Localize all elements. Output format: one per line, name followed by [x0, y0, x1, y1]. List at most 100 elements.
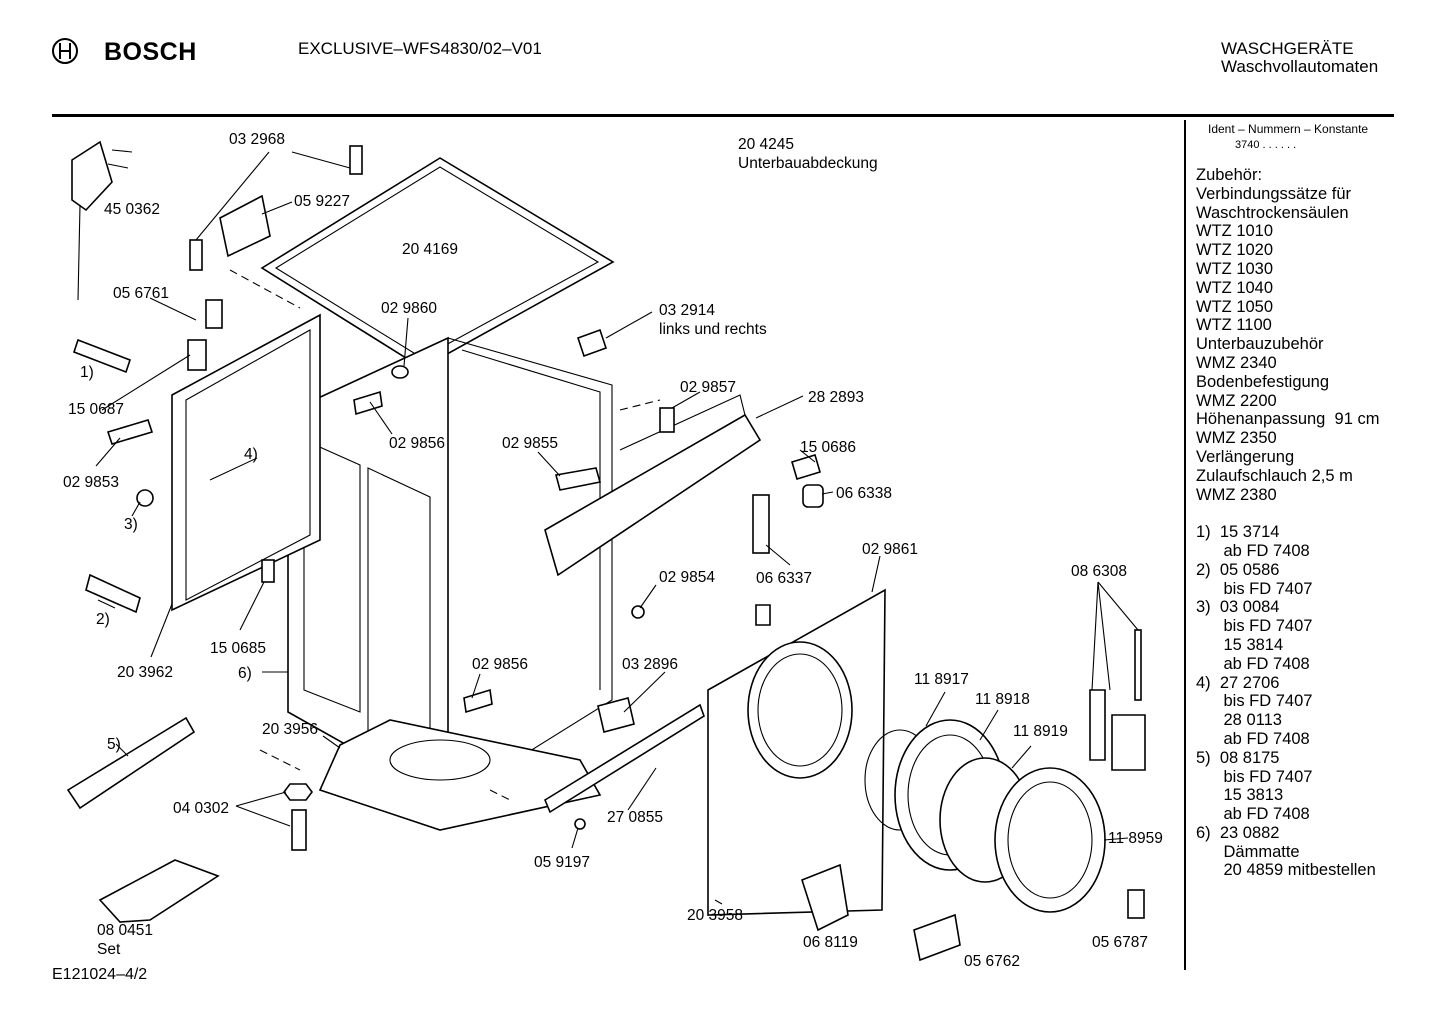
label-note-4: 4) — [244, 446, 258, 463]
sidebar-line: 15 3813 — [1196, 786, 1284, 805]
sidebar-line: ab FD 7408 — [1196, 805, 1310, 824]
sidebar-line: Bodenbefestigung — [1196, 372, 1330, 391]
label-450362: 45 0362 — [104, 201, 160, 218]
label-032914-desc: links und rechts — [659, 321, 767, 338]
label-080451: 08 0451 — [97, 922, 153, 939]
label-029855: 02 9855 — [502, 435, 558, 452]
sidebar-line: 4) 27 2706 — [1196, 673, 1280, 692]
sidebar-line: Zubehör: — [1196, 166, 1263, 184]
sidebar-divider — [1184, 120, 1186, 970]
header-divider — [52, 114, 1394, 117]
label-note-5: 5) — [107, 736, 121, 753]
label-118918: 11 8918 — [975, 691, 1030, 708]
label-066337: 06 6337 — [756, 570, 812, 587]
label-118919: 11 8919 — [1013, 723, 1068, 740]
sidebar-line: 1) 15 3714 — [1196, 523, 1280, 542]
sidebar-line: 3) 03 0084 — [1196, 598, 1280, 617]
small-parts — [66, 299, 1145, 962]
hinge-part — [1089, 629, 1146, 771]
label-029857: 02 9857 — [680, 379, 736, 396]
sidebar-line: WMZ 2340 — [1196, 353, 1277, 372]
sidebar-line — [1196, 504, 1379, 523]
sidebar-line: WTZ 1050 — [1196, 297, 1274, 316]
label-040302: 04 0302 — [173, 800, 229, 817]
sidebar-line: WTZ 1010 — [1196, 222, 1274, 241]
label-059197: 05 9197 — [534, 854, 590, 871]
label-029856-b: 02 9856 — [472, 656, 528, 673]
sidebar-line: Waschtrockensäulen — [1196, 203, 1349, 222]
sidebar-line: 5) 08 8175 — [1196, 748, 1280, 767]
exploded-view-drawing: 03 2968 20 4245 Unterbauabdeckung 45 036… — [63, 131, 1163, 970]
label-032968: 03 2968 — [229, 131, 285, 148]
label-032896: 03 2896 — [622, 656, 678, 673]
sidebar-line: bis FD 7407 — [1196, 617, 1313, 636]
sidebar-line: ab FD 7408 — [1196, 541, 1310, 560]
front-panel-part — [707, 588, 886, 916]
sidebar-line: WMZ 2200 — [1196, 391, 1277, 410]
label-029856-a: 02 9856 — [389, 435, 445, 452]
sidebar-line: WTZ 1040 — [1196, 278, 1274, 297]
sidebar-line: Verlängerung — [1196, 447, 1295, 466]
label-118917: 11 8917 — [914, 671, 969, 688]
drawing-number: E121024–4/2 — [52, 966, 148, 983]
ident-label: Ident – Nummern – Konstante — [1208, 122, 1369, 136]
label-066338: 06 6338 — [836, 485, 892, 502]
sidebar-line: WTZ 1100 — [1196, 316, 1272, 335]
label-note-1: 1) — [80, 364, 94, 381]
label-203956: 20 3956 — [262, 721, 318, 738]
sidebar-line: 15 3814 — [1196, 635, 1284, 654]
label-080451-set: Set — [97, 941, 121, 958]
label-056787: 05 6787 — [1092, 934, 1148, 951]
label-150686: 15 0686 — [800, 439, 856, 456]
label-203962: 20 3962 — [117, 664, 173, 681]
label-270855: 27 0855 — [607, 809, 663, 826]
label-118959: 11 8959 — [1108, 830, 1163, 847]
label-086308: 08 6308 — [1071, 563, 1127, 580]
label-150687: 15 0687 — [68, 401, 124, 418]
sidebar-line: WTZ 1020 — [1196, 241, 1274, 260]
label-282893: 28 2893 — [808, 389, 864, 406]
sidebar-line: bis FD 7407 — [1196, 767, 1313, 786]
category-title: WASCHGERÄTE — [1221, 39, 1354, 58]
label-059227: 05 9227 — [294, 193, 350, 210]
sidebar-line: bis FD 7407 — [1196, 692, 1313, 711]
label-204169: 20 4169 — [402, 241, 458, 258]
sidebar-line: Höhenanpassung 91 cm — [1196, 410, 1380, 429]
sidebar-line: 2) 05 0586 — [1196, 560, 1280, 579]
label-056762: 05 6762 — [964, 953, 1020, 970]
sidebar-line: ab FD 7408 — [1196, 654, 1310, 673]
label-note-2: 2) — [96, 611, 110, 628]
sidebar-line: 6) 23 0882 — [1196, 823, 1280, 842]
sidebar-line: 28 0113 — [1196, 711, 1282, 730]
sidebar-line: Verbindungssätze für — [1196, 184, 1352, 203]
label-029854: 02 9854 — [659, 569, 715, 586]
leader-lines — [95, 151, 1139, 905]
door-rings-part — [864, 719, 1106, 913]
ident-value: 3740 . . . . . . — [1235, 139, 1297, 151]
label-204245: 20 4245 — [738, 136, 794, 153]
sidebar-line: Zulaufschlauch 2,5 m — [1196, 466, 1353, 485]
label-note-6: 6) — [238, 665, 252, 682]
model-number: EXCLUSIVE–WFS4830/02–V01 — [298, 39, 542, 58]
sidebar-line: WTZ 1030 — [1196, 259, 1274, 278]
sidebar-line: WMZ 2350 — [1196, 429, 1277, 448]
label-029853: 02 9853 — [63, 474, 119, 491]
power-plug-part — [71, 140, 133, 301]
label-056761: 05 6761 — [113, 285, 169, 302]
label-032914: 03 2914 — [659, 302, 715, 319]
sidebar-line: bis FD 7407 — [1196, 579, 1313, 598]
sidebar-line: WMZ 2380 — [1196, 485, 1277, 504]
label-204245-desc: Unterbauabdeckung — [738, 155, 878, 172]
bracket-part — [189, 145, 363, 271]
bosch-logo — [50, 36, 80, 71]
rear-panel-part — [171, 313, 321, 612]
sidebar-line: 20 4859 mitbestellen — [1196, 861, 1376, 880]
label-note-3: 3) — [124, 516, 138, 533]
sidebar-line: Dämmatte — [1196, 842, 1300, 861]
cabinet-frame-part — [287, 336, 613, 831]
sidebar-line: ab FD 7408 — [1196, 729, 1310, 748]
label-068119: 06 8119 — [803, 934, 858, 951]
sidebar-line: Unterbauzubehör — [1196, 335, 1324, 354]
label-029860: 02 9860 — [381, 300, 437, 317]
top-cover-part — [260, 157, 615, 369]
